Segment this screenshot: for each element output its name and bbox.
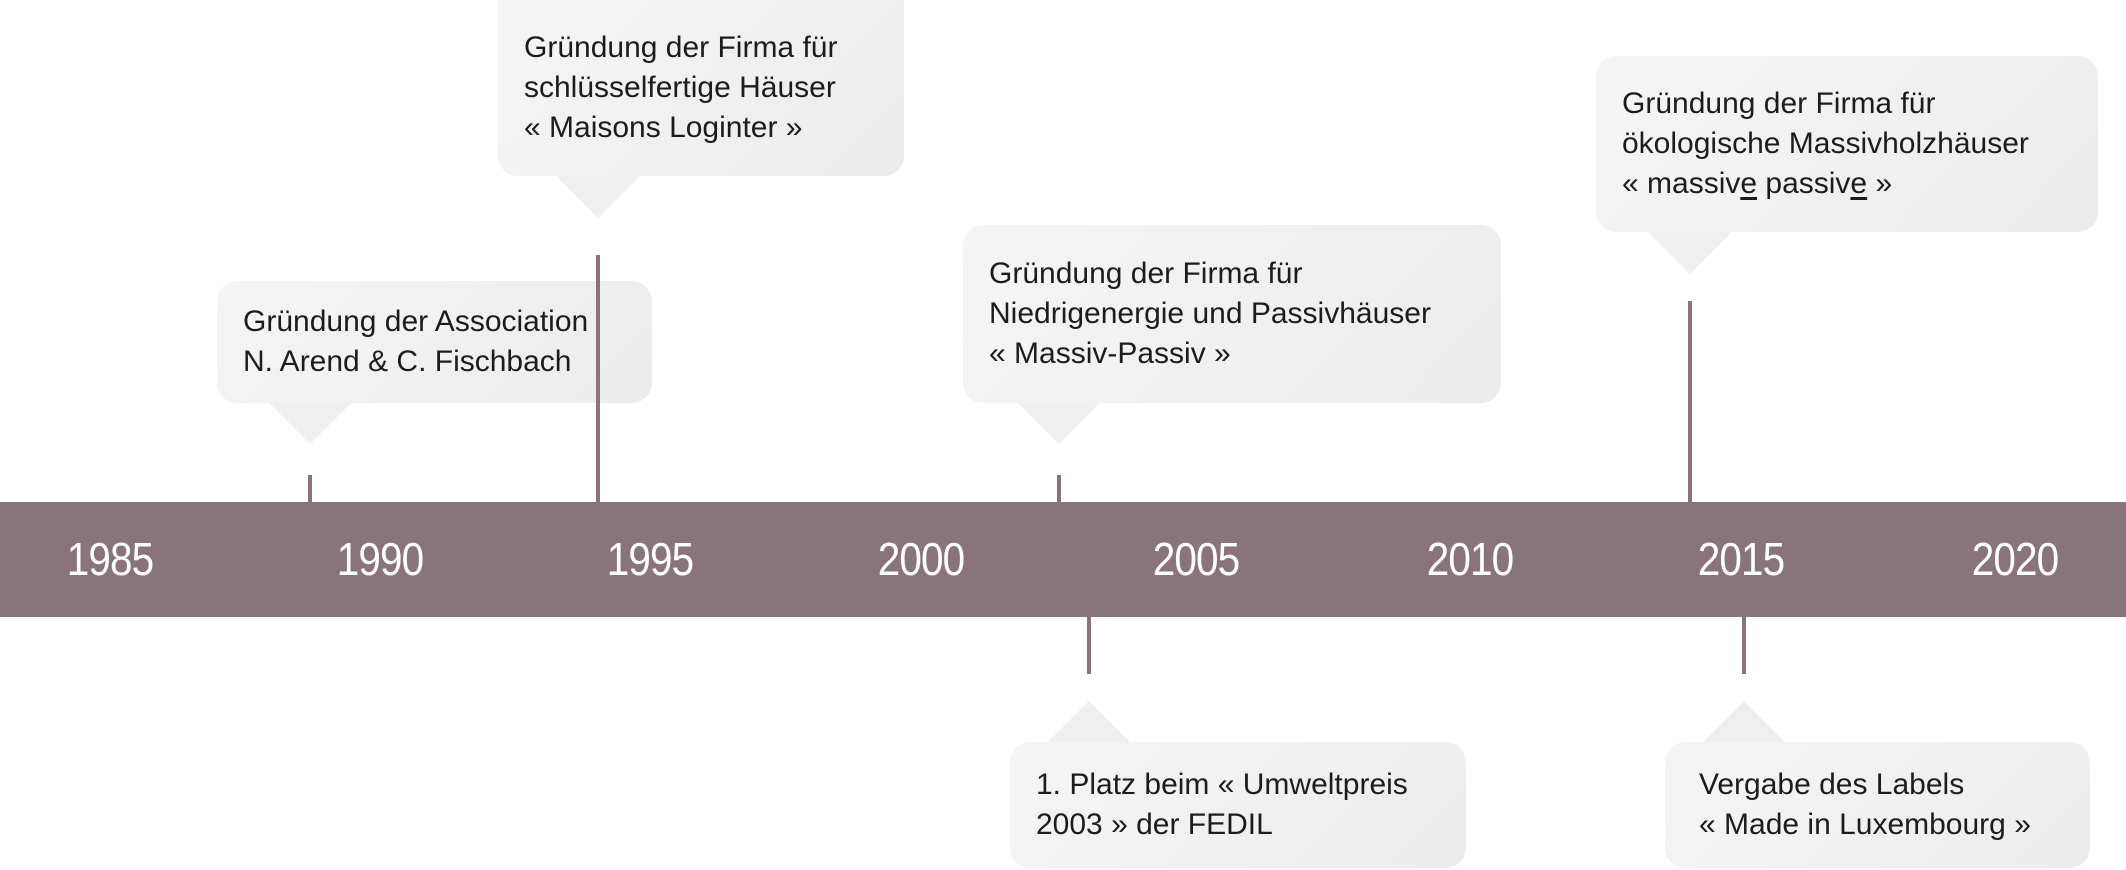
event-text: Gründung der Firma für bbox=[524, 31, 838, 64]
year-label: 1995 bbox=[606, 533, 694, 585]
event-marker bbox=[1087, 617, 1091, 674]
event-text: Gründung der Association bbox=[243, 305, 589, 338]
year-label: 2000 bbox=[877, 533, 965, 585]
year-label: 2020 bbox=[1971, 533, 2059, 585]
event-marker bbox=[1742, 617, 1746, 674]
event-callout-massiv-passiv: Gründung der Firma für Niedrigenergie un… bbox=[963, 225, 1501, 403]
event-callout-made-in-luxembourg: Vergabe des Labels « Made in Luxembourg … bbox=[1665, 742, 2090, 868]
year-label: 1985 bbox=[66, 533, 154, 585]
event-marker bbox=[596, 255, 600, 502]
event-callout-umweltpreis: 1. Platz beim « Umweltpreis 2003 » der F… bbox=[1010, 742, 1466, 868]
year-label: 2010 bbox=[1426, 533, 1514, 585]
event-text: 2003 » der FEDIL bbox=[1036, 808, 1273, 841]
event-text: schlüsselfertige Häuser bbox=[524, 71, 836, 104]
event-text: N. Arend & C. Fischbach bbox=[243, 345, 572, 378]
timeline-bar: 1985 1990 1995 2000 2005 2010 2015 2020 bbox=[0, 502, 2126, 617]
year-label: 2005 bbox=[1152, 533, 1240, 585]
year-label: 1990 bbox=[336, 533, 424, 585]
event-callout-maisons-loginter: Gründung der Firma für schlüsselfertige … bbox=[498, 0, 904, 176]
event-callout-massive-passive: Gründung der Firma für ökologische Massi… bbox=[1596, 56, 2098, 232]
event-text: Gründung der Firma für bbox=[989, 257, 1303, 290]
event-text: « Maisons Loginter » bbox=[524, 111, 803, 144]
year-label: 2015 bbox=[1697, 533, 1785, 585]
event-text: Vergabe des Labels bbox=[1699, 768, 1965, 801]
company-name: « massive passive » bbox=[1622, 167, 1893, 200]
event-text: 1. Platz beim « Umweltpreis bbox=[1036, 768, 1408, 801]
event-marker bbox=[1688, 301, 1692, 502]
event-text: « Massiv-Passiv » bbox=[989, 337, 1231, 370]
event-text: « Made in Luxembourg » bbox=[1699, 808, 2031, 841]
event-text: Gründung der Firma für bbox=[1622, 87, 1936, 120]
event-text: ökologische Massivholzhäuser bbox=[1622, 127, 2029, 160]
event-marker bbox=[308, 475, 312, 502]
event-marker bbox=[1057, 475, 1061, 502]
event-callout-association: Gründung der Association N. Arend & C. F… bbox=[217, 281, 652, 403]
event-text: Niedrigenergie und Passivhäuser bbox=[989, 297, 1431, 330]
